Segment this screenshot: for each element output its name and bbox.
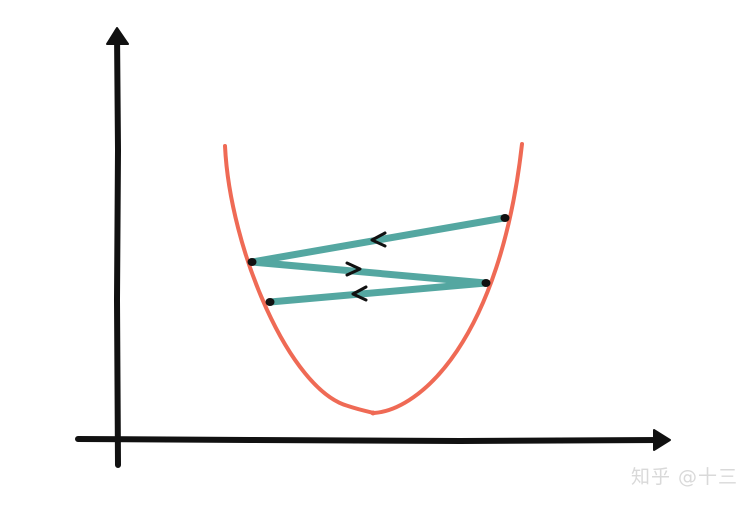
descent-point-4 bbox=[265, 298, 275, 306]
right-arrow-icon bbox=[345, 261, 362, 277]
axes bbox=[75, 27, 671, 468]
descent-point-1 bbox=[500, 214, 510, 222]
descent-step-1 bbox=[248, 214, 508, 266]
watermark-text: 知乎 @十三 bbox=[630, 466, 738, 488]
x-axis bbox=[75, 436, 667, 444]
x-axis-arrowhead bbox=[653, 429, 671, 451]
y-axis-arrowhead bbox=[106, 27, 129, 45]
descent-point-3 bbox=[481, 279, 491, 287]
y-axis bbox=[114, 29, 121, 468]
descent-path bbox=[248, 214, 508, 306]
left-arrow-icon bbox=[351, 285, 368, 302]
curve-minimum-point bbox=[370, 410, 376, 416]
loss-curve bbox=[223, 142, 524, 415]
direction-markers bbox=[345, 231, 387, 302]
descent-points bbox=[247, 214, 510, 306]
descent-point-2 bbox=[247, 258, 257, 266]
descent-step-2 bbox=[248, 258, 490, 287]
descent-step-3 bbox=[266, 279, 490, 306]
left-arrow-icon bbox=[370, 231, 387, 248]
